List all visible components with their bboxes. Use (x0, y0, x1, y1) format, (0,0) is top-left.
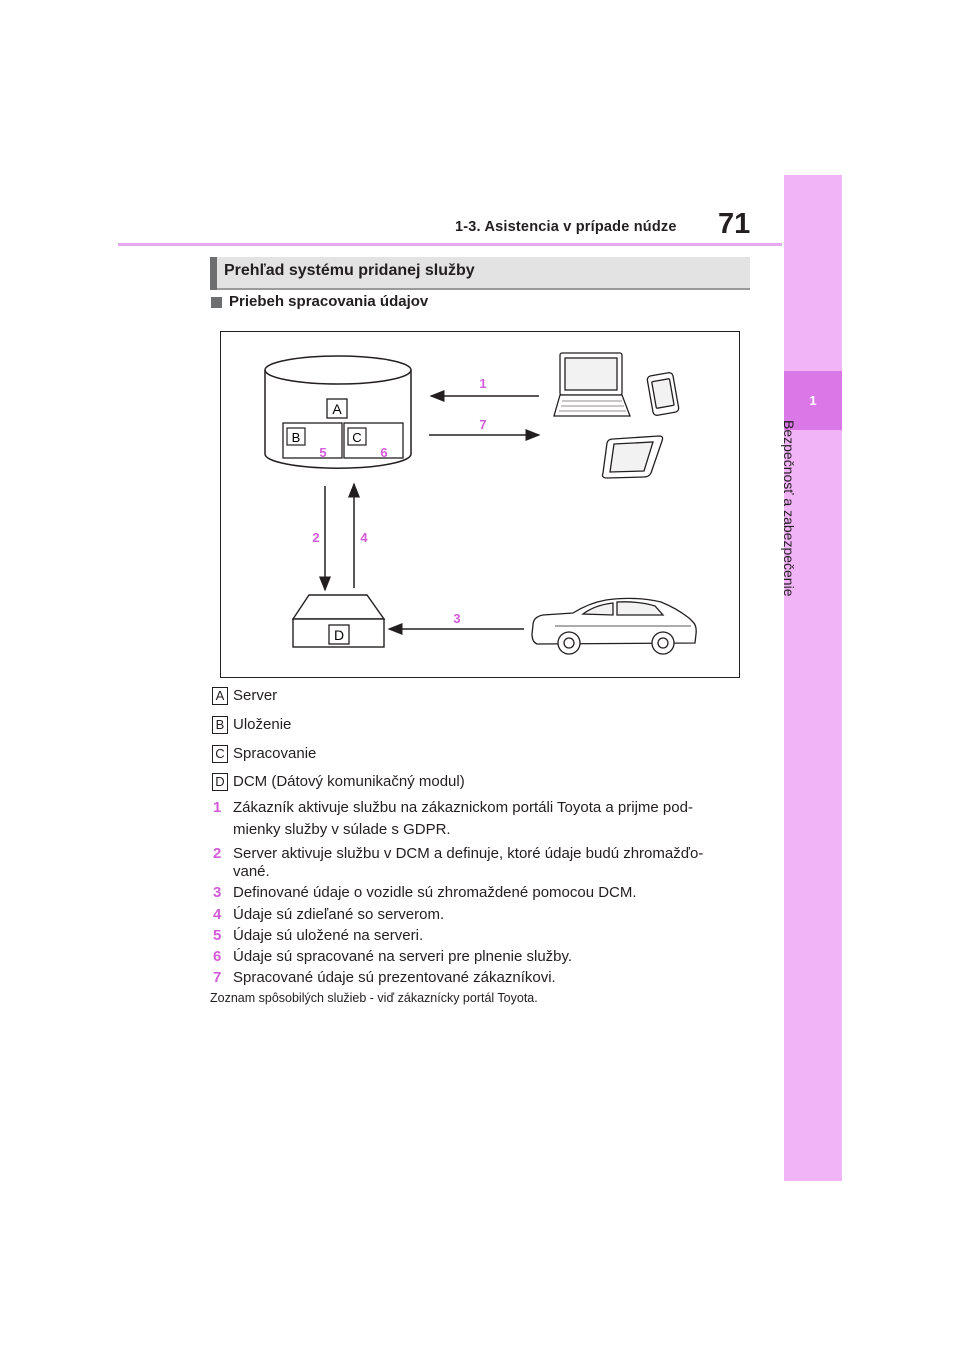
box-d-label: D (334, 627, 344, 643)
page-number: 71 (718, 208, 751, 240)
step-text-line: Údaje sú spracované na serveri pre plnen… (233, 948, 573, 965)
legend-text-c: Spracovanie (233, 745, 317, 762)
side-tab (784, 175, 842, 1181)
arrow-label-6: 6 (380, 445, 387, 460)
arrow-label-4: 4 (360, 530, 368, 545)
step-number: 5 (213, 927, 222, 944)
subsection-title: Priebeh spracovania údajov (229, 293, 429, 310)
arrow-label-5: 5 (319, 445, 326, 460)
laptop-icon (553, 352, 631, 417)
arrow-label-2: 2 (312, 530, 319, 545)
legend-text-b: Uloženie (233, 716, 292, 733)
side-tab-chapter-box (784, 371, 842, 430)
step-text-line: mienky služby v súlade s GDPR. (233, 821, 451, 838)
square-bullet-icon (211, 297, 222, 308)
box-d (328, 624, 350, 645)
data-flow-diagram: A B C 5 6 1 7 (220, 331, 740, 678)
step-text-line: Spracované údaje sú prezentované zákazní… (233, 969, 556, 986)
step-text-line: Zákazník aktivuje službu na zákaznickom … (233, 799, 693, 816)
legend-key-b: B (212, 716, 228, 734)
car-icon (531, 597, 697, 655)
step-number: 3 (213, 884, 222, 901)
step-text-line: Definované údaje o vozidle sú zhromažden… (233, 884, 637, 901)
step-number: 6 (213, 948, 222, 965)
step-number: 4 (213, 906, 222, 923)
legend-text-a: Server (233, 687, 278, 704)
footnote: Zoznam spôsobilých služieb - viď zákazní… (210, 991, 538, 1005)
tablet-icon (601, 435, 664, 479)
box-c (347, 427, 367, 446)
step-text-line: Údaje sú zdieľané so serverom. (233, 906, 445, 923)
section-title: Prehľad systému pridanej služby (224, 262, 475, 279)
legend-key-a: A (212, 687, 228, 705)
box-c-label: C (352, 430, 361, 445)
step-number: 7 (213, 969, 222, 986)
box-a-label: A (332, 401, 342, 417)
section-heading-bar (210, 257, 750, 290)
smartphone-icon (646, 372, 680, 416)
arrow-label-7: 7 (479, 417, 486, 432)
step-number: 2 (213, 845, 222, 862)
legend-key-d: D (212, 773, 228, 791)
box-b (286, 427, 306, 446)
legend-text-d: DCM (Dátový komunikačný modul) (233, 773, 465, 790)
header-rule (118, 243, 782, 246)
step-text-line: Údaje sú uložené na serveri. (233, 927, 424, 944)
step-text-line: vané. (233, 863, 270, 880)
step-number: 1 (213, 799, 222, 816)
arrow-label-3: 3 (453, 611, 460, 626)
legend-key-c: C (212, 745, 228, 763)
side-tab-label: Bezpečnosť a zabezpečenie (781, 420, 797, 597)
side-tab-chapter-number: 1 (809, 393, 817, 408)
chapter-title: 1-3. Asistencia v prípade núdze (455, 219, 677, 235)
box-a (326, 398, 348, 419)
section-heading-accent (210, 257, 217, 290)
box-b-label: B (292, 430, 301, 445)
step-text-line: Server aktivuje službu v DCM a definuje,… (233, 845, 704, 862)
diagram-svg: A B C 5 6 1 7 (264, 352, 697, 655)
arrow-label-1: 1 (479, 376, 486, 391)
